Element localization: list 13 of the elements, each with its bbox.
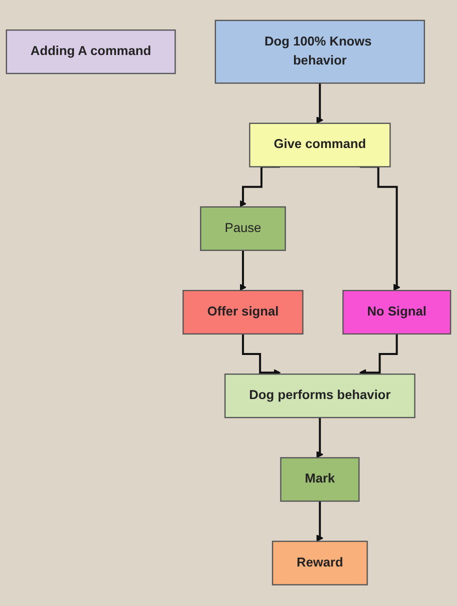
node-box: Pause <box>200 206 286 252</box>
node-box: Dog performs behavior <box>224 374 416 419</box>
node-box: Reward <box>272 541 368 586</box>
node-box: Adding A command <box>6 30 176 74</box>
arrow <box>316 500 324 542</box>
arrow <box>316 82 324 124</box>
arrow <box>239 250 247 292</box>
node-box: No Signal <box>342 290 452 335</box>
node-box: Mark <box>280 458 360 502</box>
arrow <box>316 416 324 458</box>
node-box: Dog 100% Knows behavior <box>214 20 425 84</box>
node-box: Offer signal <box>182 290 304 335</box>
node-box: Give command <box>249 123 391 168</box>
